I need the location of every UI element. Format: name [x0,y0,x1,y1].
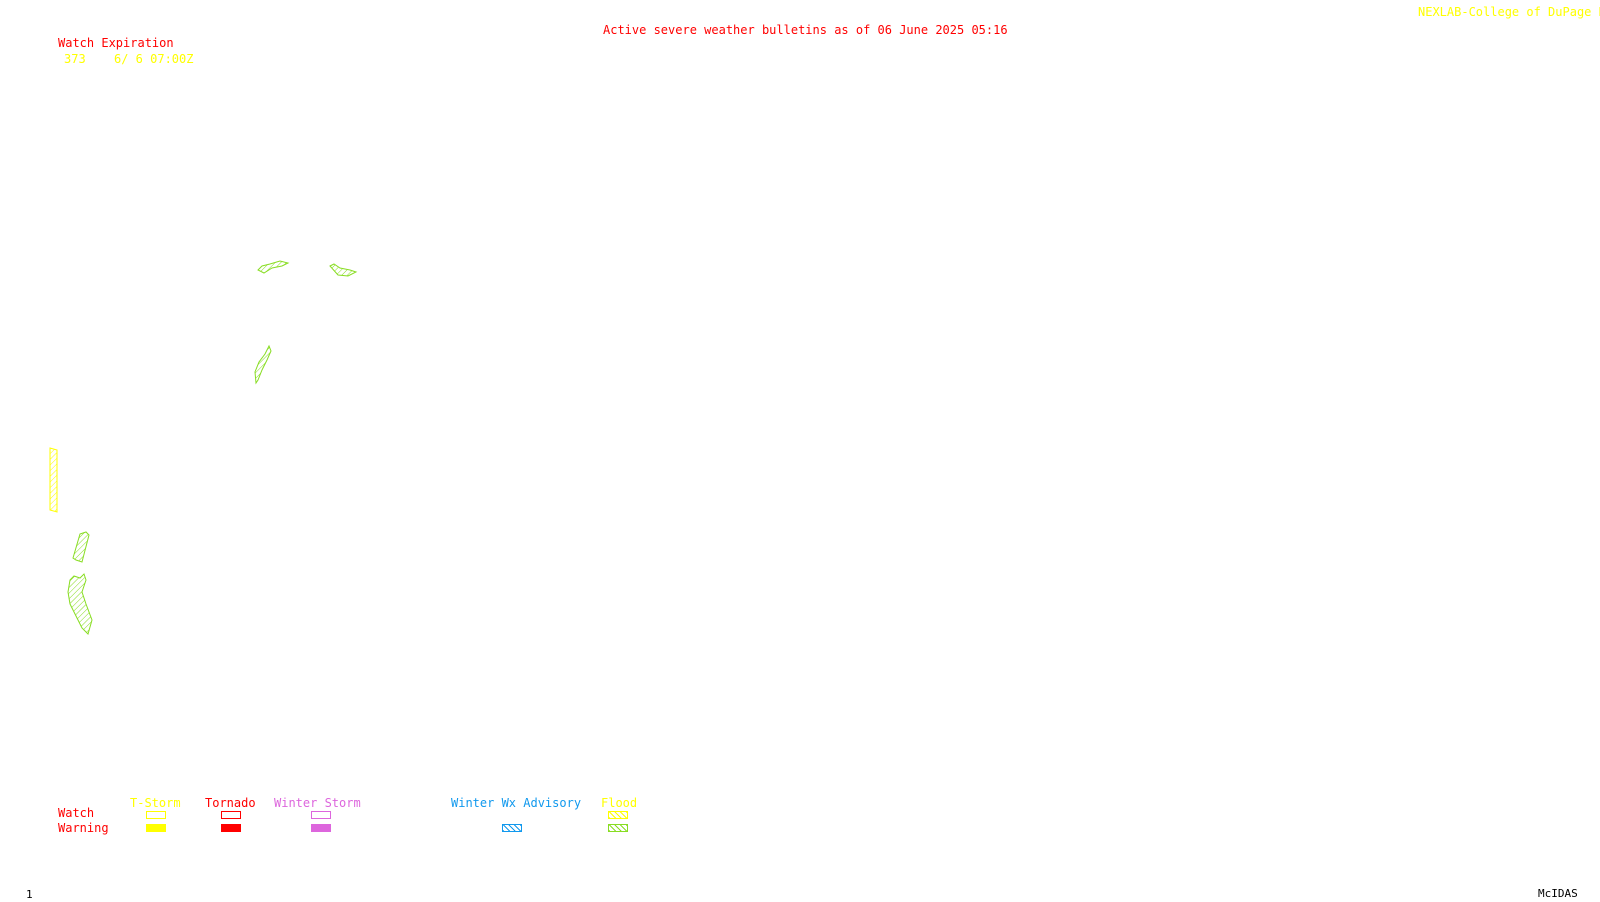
legend-tornado-label: Tornado [205,796,256,810]
watch-expiration-heading: Watch Expiration [58,36,174,50]
winter-advisory-swatch [502,824,522,832]
frame-number: 1 [26,888,33,901]
winter-storm-warning-swatch [311,824,331,832]
tstorm-warning-swatch [146,824,166,832]
source-credit: NEXLAB-College of DuPage R [1418,5,1600,19]
winter-storm-watch-swatch [311,811,331,819]
legend-winter-storm-label: Winter Storm [274,796,361,810]
legend-watch-row-label: Watch [58,806,95,820]
flood-warning-polygon [257,260,290,274]
flood-warning-polygon [254,344,272,385]
mcidas-label: McIDAS [1538,887,1578,900]
legend-tstorm-label: T-Storm [130,796,181,810]
flood-warning-polygon [329,263,358,277]
tornado-watch-swatch [221,811,241,819]
flood-watch-swatch [608,811,628,819]
flood-warning-polygon [72,531,90,563]
legend-winter-advisory-label: Winter Wx Advisory [451,796,582,810]
flood-watch-polygon [49,447,58,513]
flood-warning-swatch [608,824,628,832]
tornado-warning-swatch [221,824,241,832]
bulletin-title: Active severe weather bulletins as of 06… [603,23,1008,37]
watch-number: 373 [64,52,86,66]
legend-warning-row-label: Warning [58,821,109,835]
legend-flood-label: Flood [601,796,638,810]
tstorm-watch-swatch [146,811,166,819]
flood-warning-polygon [67,573,93,635]
watch-expiration-time: 6/ 6 07:00Z [114,52,194,66]
